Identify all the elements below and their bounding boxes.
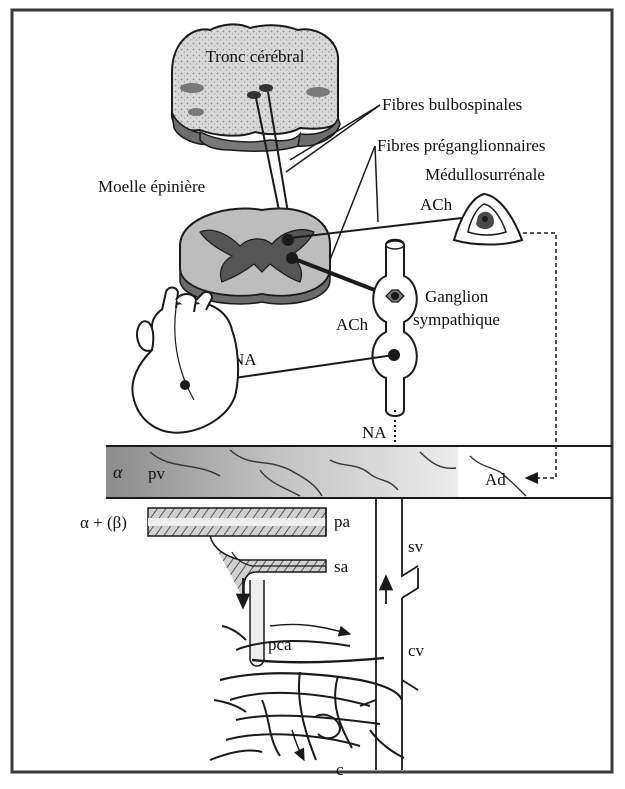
brainstem-nucleus	[188, 108, 204, 116]
label-pa: pa	[334, 512, 351, 531]
arteriole-sa	[210, 536, 326, 600]
label-alpha-beta: α + (β)	[80, 513, 127, 532]
adrenal-medulla	[454, 194, 522, 245]
label-pca: pca	[268, 635, 292, 654]
label-moelle-epiniere: Moelle épinière	[98, 177, 205, 196]
label-alpha-pv: α	[113, 462, 123, 482]
cardiac-terminal	[180, 380, 190, 390]
brainstem-nucleus	[180, 83, 204, 93]
leader-preganglionnaires	[375, 146, 378, 222]
label-tronc-cerebral: Tronc cérébral	[206, 47, 305, 66]
heart	[132, 288, 238, 433]
brainstem-nucleus	[306, 87, 330, 97]
vascular-band-pv	[106, 446, 612, 498]
leader-preganglionnaires	[326, 146, 375, 270]
label-ach-ganglion: ACh	[336, 315, 369, 334]
label-na-vessel: NA	[362, 423, 387, 442]
label-ach-adrenal: ACh	[420, 195, 453, 214]
brainstem: Tronc cérébral	[172, 24, 340, 151]
precapillary-and-capillaries	[210, 578, 404, 760]
preganglionic-neuron	[282, 234, 294, 246]
label-ganglion-line2: sympathique	[413, 310, 500, 329]
label-c: c	[336, 760, 344, 779]
spinal-cord	[180, 209, 330, 304]
label-medullosurrenale: Médullosurrénale	[425, 165, 545, 184]
label-pv: pv	[148, 464, 166, 483]
label-sv: sv	[408, 537, 424, 556]
brainstem-neuron	[247, 91, 261, 99]
arteriole-pa	[148, 508, 326, 536]
label-ad: Ad	[485, 470, 506, 489]
label-fibres-bulbospinales: Fibres bulbospinales	[382, 95, 522, 114]
sympathetic-ganglion	[373, 240, 417, 416]
label-cv: cv	[408, 641, 425, 660]
brainstem-neuron	[259, 84, 273, 92]
label-fibres-preganglionnaires: Fibres préganglionnaires	[377, 136, 546, 155]
label-ganglion-line1: Ganglion	[425, 287, 489, 306]
adrenaline-route	[523, 233, 556, 478]
label-sa: sa	[334, 557, 349, 576]
